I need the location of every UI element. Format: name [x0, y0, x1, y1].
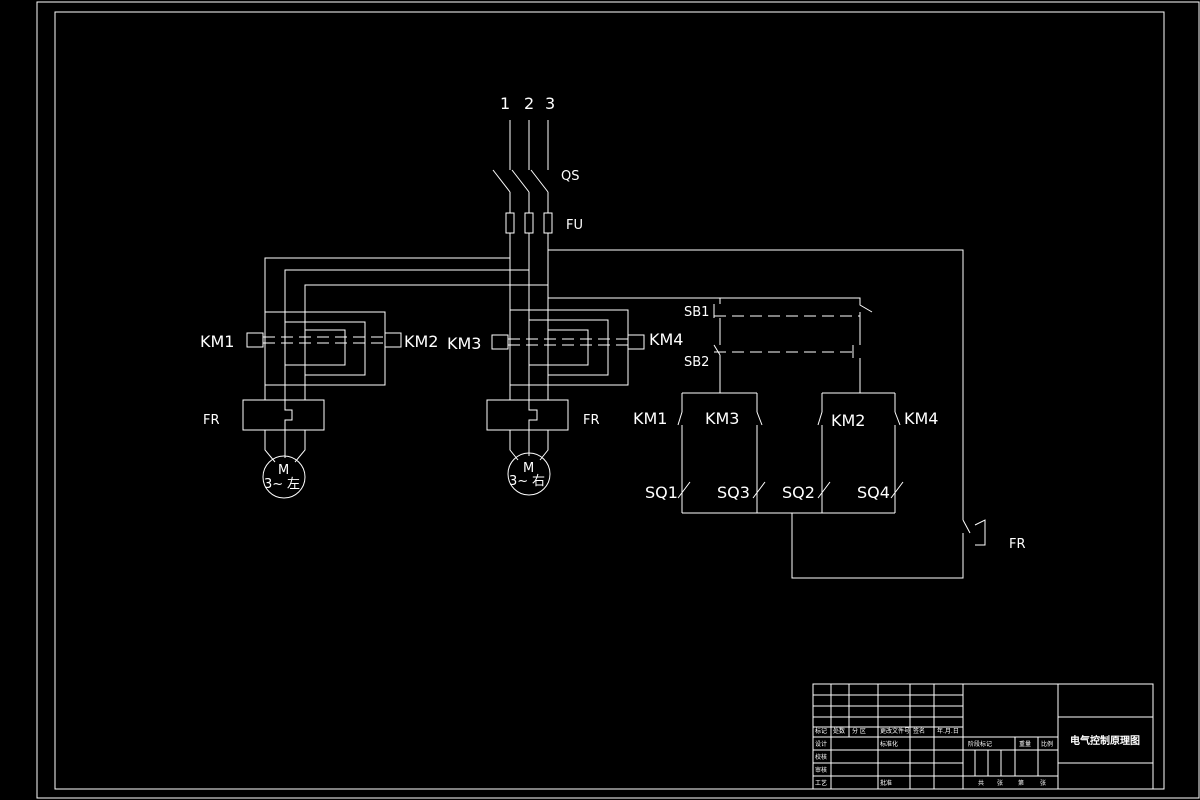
km4-power-label: KM4: [649, 330, 683, 349]
fr-left-label: FR: [203, 413, 220, 428]
limit-label-sq1: SQ1: [645, 483, 678, 502]
tb-standardization: 标准化: [880, 740, 898, 748]
limit-label-sq3: SQ3: [717, 483, 750, 502]
thermal-relay-left: FR: [203, 399, 325, 431]
fr-control-label: FR: [1009, 537, 1026, 552]
limit-label-sq2: SQ2: [782, 483, 815, 502]
main-bus: [264, 233, 964, 520]
motor-right-symbol: M: [523, 461, 534, 476]
phase-label-3: 3: [545, 94, 555, 113]
tb-header-mark: 标记: [815, 727, 827, 735]
tb-scale: 比例: [1041, 740, 1053, 748]
tb-sheet-number: 第: [1018, 779, 1024, 787]
motor-left-phase: 3~: [264, 477, 283, 492]
fr-right-label: FR: [583, 413, 600, 428]
contactors-right: KM3 KM4: [447, 309, 683, 386]
control-circuit: SB1 SB2 FR KM: [548, 297, 1026, 579]
tb-sheet-unit-2: 张: [1040, 779, 1046, 787]
isolating-switch-qs: QS: [492, 169, 579, 213]
tb-header-signature: 签名: [913, 727, 925, 735]
inner-frame: [54, 11, 1165, 790]
title-block: 标记 处数 分 区 更改文件号 签名 年.月.日 设计 校核 审核 工艺 标准化…: [812, 683, 1154, 790]
tb-sheet-total: 共: [978, 779, 984, 787]
drawing-title: 电气控制原理图: [1070, 734, 1140, 747]
km3-power-label: KM3: [447, 334, 481, 353]
tb-header-count: 处数: [833, 727, 845, 735]
fuses-fu: FU: [505, 212, 583, 234]
tb-sheet-unit-1: 张: [997, 779, 1003, 787]
phase-label-1: 1: [500, 94, 510, 113]
qs-label: QS: [561, 169, 579, 184]
tb-header-change-doc: 更改文件号: [880, 727, 910, 735]
thermal-relay-right: FR: [486, 399, 600, 431]
tb-header-date: 年.月.日: [937, 727, 959, 735]
motor-right-tag: 右: [532, 474, 545, 489]
tb-role-process: 工艺: [815, 779, 827, 787]
tb-stage-mark: 阶段标记: [968, 740, 992, 748]
contactors-left: KM1 KM2: [200, 311, 438, 386]
limit-label-sq4: SQ4: [857, 483, 890, 502]
km2-power-label: KM2: [404, 332, 438, 351]
phase-labels: 1 2 3: [500, 94, 555, 113]
coil-label-km1: KM1: [633, 409, 667, 428]
motor-left-symbol: M: [278, 463, 289, 478]
motor-left: M 3~ 左: [262, 430, 306, 499]
tb-weight: 重量: [1019, 740, 1031, 748]
phase-label-2: 2: [524, 94, 534, 113]
sb2-label: SB2: [684, 355, 709, 370]
motor-right: M 3~ 右: [507, 430, 551, 496]
coil-label-km4: KM4: [904, 409, 938, 428]
tb-approval: 批准: [880, 779, 892, 787]
supply-lines: [509, 120, 549, 170]
sb1-label: SB1: [684, 305, 709, 320]
km1-power-label: KM1: [200, 332, 234, 351]
motor-right-phase: 3~: [509, 474, 528, 489]
coil-label-km2: KM2: [831, 411, 865, 430]
tb-header-zone: 分 区: [852, 727, 866, 735]
tb-role-review: 审核: [815, 766, 827, 774]
outer-frame: [36, 1, 1200, 799]
motor-left-tag: 左: [287, 477, 300, 492]
fu-label: FU: [566, 218, 583, 233]
coil-label-km3: KM3: [705, 409, 739, 428]
tb-role-design: 设计: [815, 740, 827, 748]
tb-role-check: 校核: [815, 753, 827, 761]
